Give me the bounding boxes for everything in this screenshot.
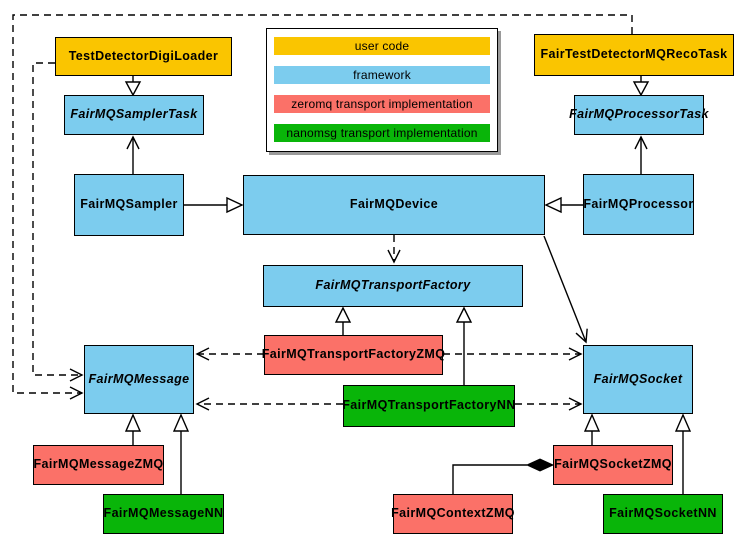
edge-socketzmq-contextzmq-composition (452, 458, 555, 494)
legend-item-nanomsg: nanomsg transport implementation (274, 124, 490, 142)
node-test-detector-digi-loader: TestDetectorDigiLoader (55, 37, 232, 76)
node-fair-mq-processor-task: FairMQProcessorTask (569, 95, 709, 135)
node-fair-mq-sampler-task: FairMQSamplerTask (64, 95, 204, 135)
legend: user code framework zeromq transport imp… (266, 28, 498, 152)
inheritance-triangle-icon (226, 196, 244, 214)
legend-item-user-code: user code (274, 37, 490, 55)
edge-transportfactorynn-transportfactory-inheritance (455, 306, 473, 385)
node-fair-mq-processor: FairMQProcessor (583, 174, 694, 235)
inheritance-triangle-icon (674, 413, 692, 432)
node-fair-mq-sampler: FairMQSampler (74, 174, 184, 236)
node-fair-mq-context-zmq: FairMQContextZMQ (391, 494, 514, 534)
inheritance-triangle-icon (583, 413, 601, 432)
edge-digiloader-samplertask-inheritance (124, 76, 142, 97)
edge-recotask-message-dependency (12, 14, 633, 400)
edge-socketzmq-socket-inheritance (583, 413, 601, 445)
node-fair-mq-transport-factory-nn: FairMQTransportFactoryNN (342, 385, 515, 427)
edge-socketnn-socket-inheritance (674, 413, 692, 494)
edge-processor-device-inheritance (544, 196, 583, 214)
inheritance-triangle-icon (334, 306, 352, 323)
edge-messagenn-message-inheritance (172, 413, 190, 494)
edge-messagezmq-message-inheritance (124, 413, 142, 445)
inheritance-triangle-icon (124, 81, 142, 97)
node-fair-mq-transport-factory-zmq: FairMQTransportFactoryZMQ (262, 335, 445, 375)
inheritance-triangle-icon (172, 413, 190, 432)
legend-item-framework: framework (274, 66, 490, 84)
legend-item-zeromq: zeromq transport implementation (274, 95, 490, 113)
node-fair-mq-message-zmq: FairMQMessageZMQ (33, 445, 164, 485)
node-fair-mq-socket: FairMQSocket (583, 345, 693, 414)
inheritance-triangle-icon (544, 196, 562, 214)
node-fair-mq-message-nn: FairMQMessageNN (103, 494, 224, 534)
node-fair-mq-transport-factory: FairMQTransportFactory (263, 265, 523, 307)
inheritance-triangle-icon (124, 413, 142, 432)
edge-device-socket-association (543, 235, 588, 344)
inheritance-triangle-icon (455, 306, 473, 323)
inheritance-triangle-icon (632, 81, 650, 97)
edge-recotask-processortask-inheritance (632, 76, 650, 97)
node-fair-mq-message: FairMQMessage (84, 345, 194, 414)
edge-transportfactoryzmq-transportfactory-inheritance (334, 306, 352, 335)
node-fair-mq-device: FairMQDevice (243, 175, 545, 235)
node-fair-test-detector-mq-reco-task: FairTestDetectorMQRecoTask (534, 34, 734, 76)
node-fair-mq-socket-zmq: FairMQSocketZMQ (553, 445, 673, 485)
edge-sampler-device-inheritance (184, 196, 244, 214)
node-fair-mq-socket-nn: FairMQSocketNN (603, 494, 723, 534)
composition-diamond-icon (525, 458, 555, 472)
